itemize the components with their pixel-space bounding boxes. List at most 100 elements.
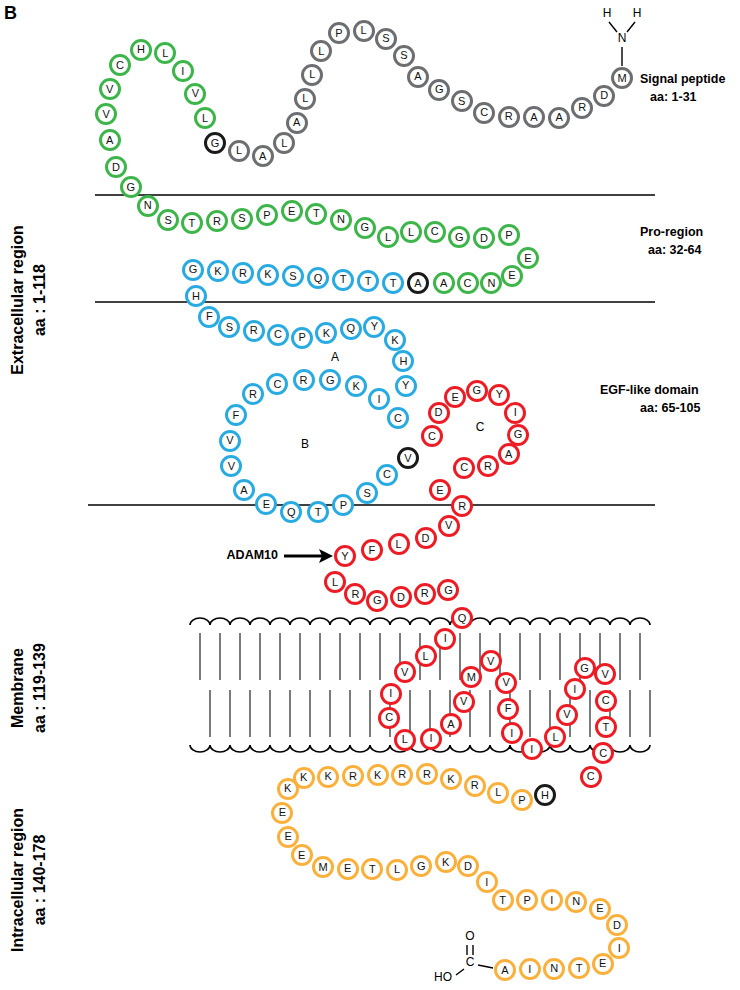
residue-circle: A	[407, 272, 429, 294]
residue-circle: R	[414, 583, 436, 605]
residue-circle: T	[307, 501, 329, 523]
residue-letter: R	[300, 375, 308, 386]
residue-letter: E	[508, 270, 515, 281]
residue-letter: I	[377, 394, 380, 405]
residue-letter: T	[340, 274, 347, 285]
residue-letter: V	[601, 669, 608, 680]
residue-circle: G	[319, 369, 341, 391]
residue-circle: H	[534, 784, 556, 806]
residue-letter: I	[514, 407, 517, 418]
residue-circle: H	[185, 285, 207, 307]
residue-circle: C	[376, 464, 398, 486]
bond-line	[621, 47, 622, 66]
residue-circle: R	[206, 210, 228, 232]
residue-letter: R	[213, 216, 221, 227]
region-name: Intracellular region	[9, 808, 27, 952]
residue-letter: E	[436, 485, 443, 496]
residue-circle: L	[228, 140, 250, 162]
residue-circle: R	[293, 369, 315, 391]
residue-circle: D	[457, 855, 479, 877]
residue-letter: R	[484, 461, 492, 472]
residue-circle: D	[593, 85, 615, 107]
residue-letter: R	[423, 769, 431, 780]
residue-circle: V	[438, 515, 460, 537]
residue-letter: I	[550, 895, 553, 906]
residue-circle: K	[367, 764, 389, 786]
residue-letter: N	[144, 200, 152, 211]
residue-letter: C	[480, 107, 488, 118]
atom-symbol: O	[465, 930, 474, 943]
residue-range: aa : 140-178	[31, 835, 49, 926]
residue-circle: L	[487, 782, 509, 804]
residue-letter: I	[181, 66, 184, 77]
residue-letter: L	[309, 69, 315, 80]
residue-letter: C	[460, 462, 468, 473]
residue-letter: D	[397, 592, 405, 603]
residue-letter: C	[428, 431, 436, 442]
residue-letter: Q	[458, 613, 467, 624]
residue-circle: E	[281, 200, 303, 222]
residue-circle: R	[451, 495, 473, 517]
residue-letter: I	[485, 877, 488, 888]
residue-circle: E	[291, 844, 313, 866]
atom-symbol: N	[618, 32, 627, 45]
residue-letter: N	[337, 214, 345, 225]
lipid-tail	[489, 690, 490, 737]
residue-circle: L	[415, 645, 437, 667]
residue-circle: R	[416, 763, 438, 785]
residue-circle: S	[157, 209, 179, 231]
residue-circle: V	[95, 103, 117, 125]
region-dividers	[88, 195, 655, 505]
residue-letter: M	[467, 672, 476, 683]
residue-letter: E	[279, 807, 286, 818]
lipid-tail	[539, 633, 540, 680]
residue-circle: N	[330, 209, 352, 231]
residue-letter: Q	[314, 273, 323, 284]
residue-letter: R	[505, 111, 513, 122]
residue-circle: A	[494, 959, 516, 981]
residue-circle: L	[377, 226, 399, 248]
residue-circle: S	[231, 208, 253, 230]
residue-circle: E	[337, 858, 359, 880]
residue-circle: T	[568, 957, 590, 979]
lipid-tail	[199, 633, 200, 680]
lipid-tail	[309, 690, 310, 737]
residue-letter: I	[389, 688, 392, 699]
lipid-tail	[559, 633, 560, 680]
residue-circle: I	[172, 60, 194, 82]
residue-circle: T	[305, 203, 327, 225]
residue-letter: G	[127, 182, 136, 193]
residue-letter: A	[414, 71, 421, 82]
residue-letter: D	[435, 407, 443, 418]
residue-letter: G	[580, 663, 589, 674]
residue-letter: E	[524, 253, 531, 264]
residue-circle: Q	[340, 318, 362, 340]
residue-circle: V	[480, 650, 502, 672]
residue-letter: I	[444, 633, 447, 644]
lipid-tail	[229, 690, 230, 737]
residue-circle: L	[310, 40, 332, 62]
residue-letter: Y	[341, 551, 348, 562]
residue-circle: D	[428, 402, 450, 424]
residue-letter: C	[394, 413, 402, 424]
residue-letter: I	[530, 744, 533, 755]
residue-letter: V	[192, 88, 199, 99]
residue-circle: P	[511, 789, 533, 811]
residue-circle: I	[434, 628, 456, 650]
residue-circle: C	[266, 373, 288, 395]
residue-letter: G	[455, 232, 464, 243]
residue-circle: E	[444, 386, 466, 408]
residue-circle: D	[473, 227, 495, 249]
residue-range: aa: 32-64	[648, 244, 702, 258]
residue-circle: V	[594, 663, 616, 685]
residue-letter: L	[402, 734, 408, 745]
residue-letter: E	[285, 831, 292, 842]
residue-circle: S	[218, 316, 240, 338]
residue-circle: P	[328, 22, 350, 44]
residue-circle: I	[541, 889, 563, 911]
residue-letter: F	[505, 703, 512, 714]
residue-circle: E	[255, 493, 277, 515]
bond-line	[478, 965, 493, 968]
residue-circle: H	[392, 350, 414, 372]
residue-letter: I	[618, 943, 621, 954]
